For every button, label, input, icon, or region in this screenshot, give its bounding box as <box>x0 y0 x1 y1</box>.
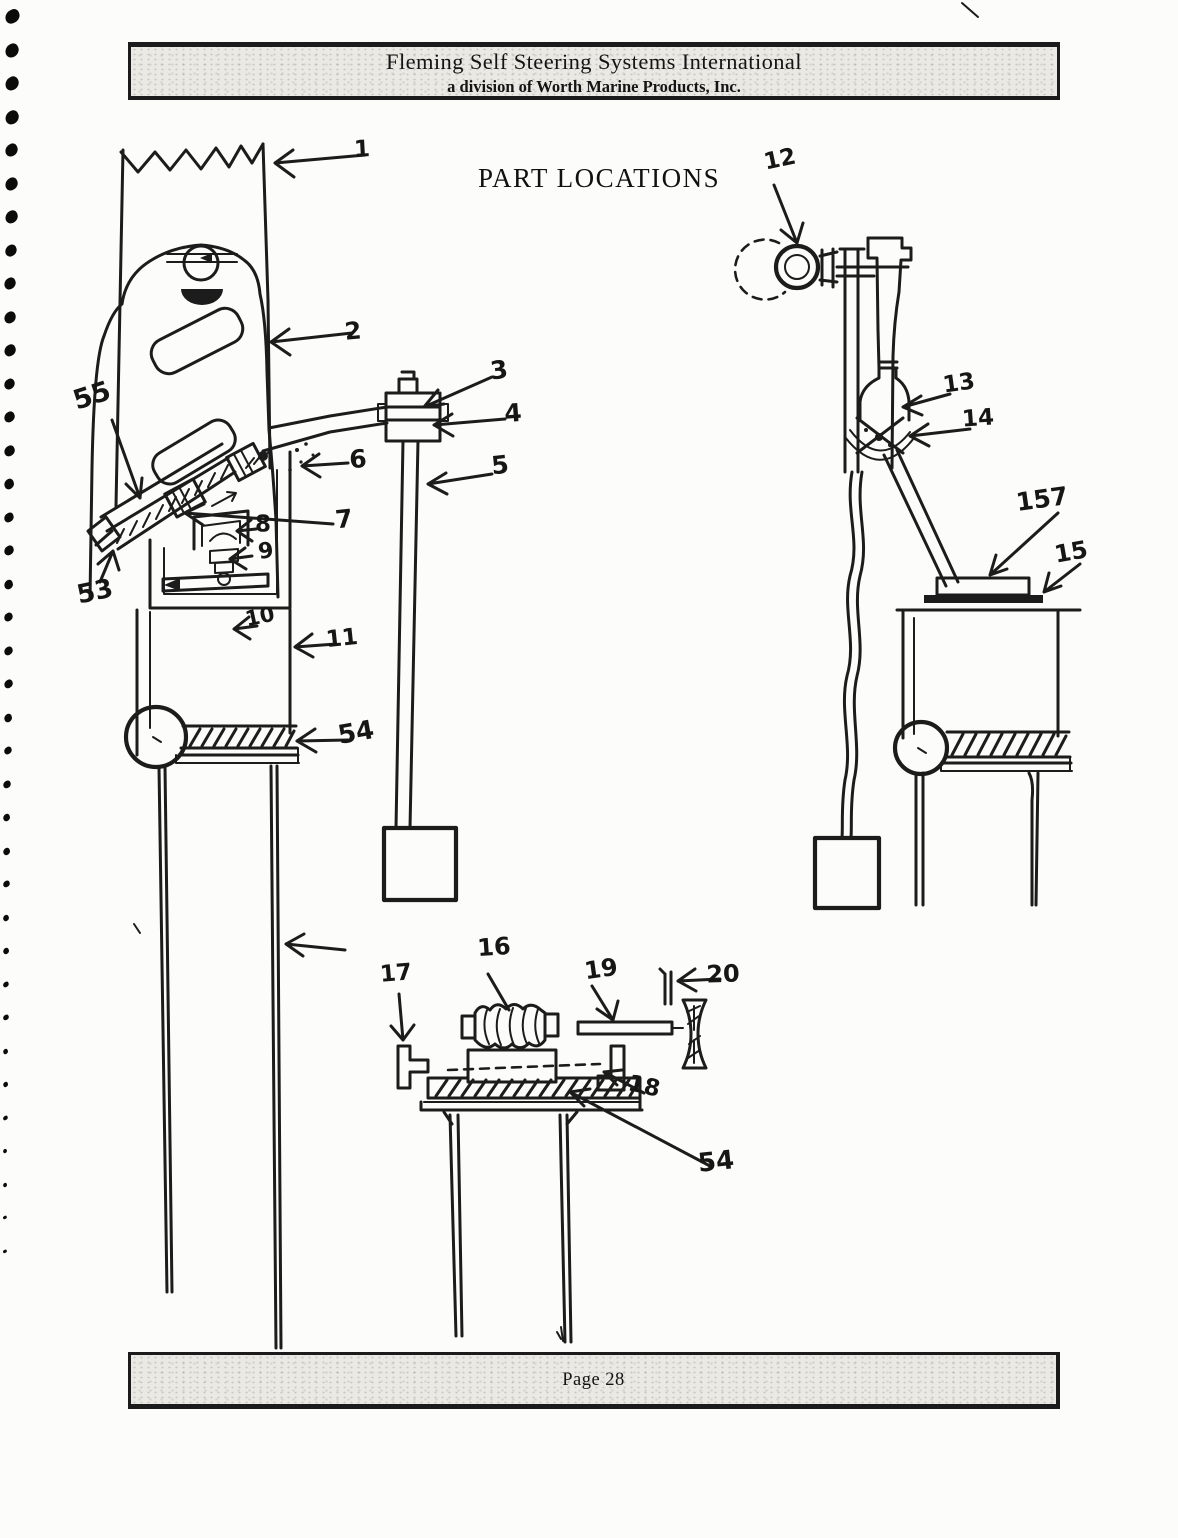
part-label-54-left: 54 <box>335 715 377 751</box>
part-label-17: 17 <box>378 959 414 988</box>
part-label-18: 18 <box>625 1070 663 1103</box>
scan-marks <box>133 2 979 1342</box>
footer-band: Page 28 <box>128 1352 1060 1409</box>
part-label-8: 8 <box>254 511 272 538</box>
course-control-diagram <box>733 236 1082 911</box>
part-label-5: 5 <box>489 449 511 481</box>
vane-assembly-diagram <box>86 142 459 1350</box>
part-label-53: 53 <box>74 573 116 611</box>
leader-arrows <box>96 148 1082 1168</box>
part-label-14: 14 <box>961 404 995 433</box>
part-label-3: 3 <box>488 354 510 386</box>
page-title: PART LOCATIONS <box>478 163 721 193</box>
part-label-16: 16 <box>476 931 512 963</box>
company-division: a division of Worth Marine Products, Inc… <box>447 76 741 96</box>
part-label-6: 6 <box>348 443 368 475</box>
part-label-54-bottom: 54 <box>696 1145 736 1179</box>
part-label-13: 13 <box>941 368 977 399</box>
part-label-7: 7 <box>333 503 355 535</box>
page-number: Page 28 <box>562 1370 625 1390</box>
part-label-9: 9 <box>256 538 276 565</box>
company-name: Fleming Self Steering Systems Internatio… <box>386 49 802 74</box>
header-band: Fleming Self Steering Systems Internatio… <box>128 42 1060 100</box>
part-label-19: 19 <box>582 952 620 986</box>
part-label-4: 4 <box>503 397 523 429</box>
part-label-20: 20 <box>705 959 741 989</box>
part-label-15: 15 <box>1052 535 1090 569</box>
part-label-157: 157 <box>1014 481 1070 517</box>
part-label-11: 11 <box>324 623 360 654</box>
part-label-1: 1 <box>353 136 371 163</box>
part-label-2: 2 <box>343 316 363 346</box>
worm-gear-diagram <box>396 967 708 1344</box>
